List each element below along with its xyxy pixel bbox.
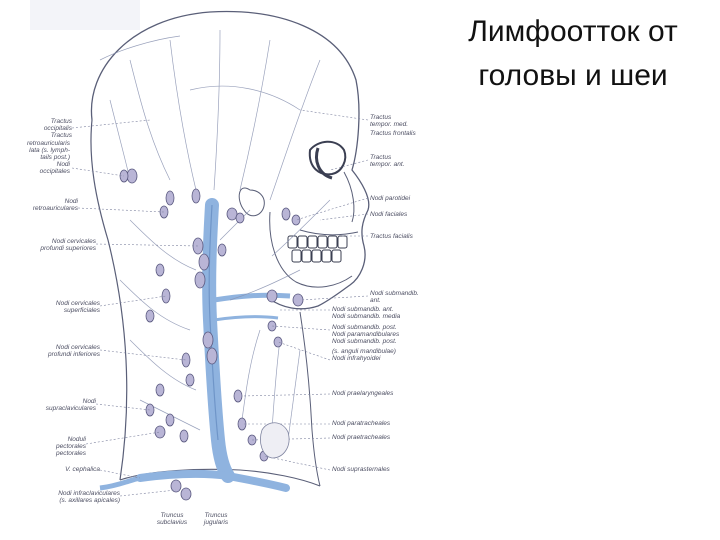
- label-nodi-retroauriculares: Nodi retroauriculares: [32, 198, 78, 212]
- label-tractus-temporalis-anterior: Tractus tempor. ant.: [370, 154, 405, 168]
- label-nodi-cervicales-superficiales: Nodi cervicales superficiales: [55, 300, 100, 314]
- slide-title-line-1: Лимфоотток от: [468, 15, 678, 48]
- label-nodi-supraclaviculares: Nodi supraclaviculares: [45, 398, 96, 412]
- anatomy-drawing: [30, 0, 370, 501]
- label-truncus-jugularis: Truncus jugularis: [203, 512, 229, 526]
- larynx-outline: [260, 422, 290, 459]
- label-nodi-cervicales-profundi-inferiores: Nodi cervicales profundi inferiores: [47, 344, 100, 358]
- scan-smudge: [30, 0, 140, 30]
- label-nodi-paratracheales: Nodi paratracheales: [332, 420, 391, 427]
- neck-front-outline: [299, 311, 321, 487]
- ear-outline: [238, 187, 265, 217]
- label-nodi-infrahyoidei: (s. anguli mandibulae) Nodi infrahyoidei: [332, 348, 396, 362]
- label-noduli-pectorales: Noduli pectorales pectorales: [56, 436, 86, 457]
- maxilla-outline: [299, 171, 359, 236]
- label-nodi-infraclaviculares: Nodi infraclaviculares (s. axillares api…: [58, 490, 120, 504]
- label-tractus-frontalis: Tractus frontalis: [370, 130, 416, 137]
- slide-title-line-2: головы и шеи: [478, 59, 668, 92]
- slide-title: Лимфоотток от головы и шеи: [438, 10, 708, 98]
- subclavian-vein: [136, 469, 290, 492]
- mandible-outline: [269, 211, 353, 288]
- label-tractus-facialis: Tractus facialis: [370, 233, 413, 240]
- label-nodi-praetracheales: Nodi praetracheales: [332, 434, 391, 441]
- label-tractus-retroauricularis: retroauricularis lata (s. lymph- tails p…: [27, 140, 70, 175]
- label-truncus-subclavius: Truncus subclavius: [156, 512, 188, 526]
- label-v-cephalica: V. cephalica: [65, 466, 100, 473]
- label-nodi-submandibulares-post: Nodi submandib. post. Nodi paramandibula…: [332, 324, 400, 345]
- cephalic-vein: [99, 475, 141, 491]
- lymph-vessels: [99, 29, 331, 441]
- leader-lines: [71, 109, 369, 497]
- lymph-nodes: [119, 168, 304, 501]
- lymph-drainage-illustration: Tractus occipitalis Tractus retroauricul…: [27, 0, 419, 526]
- orbit-outline: [308, 140, 347, 176]
- label-nodi-submandibulares-ant: Nodi submandib. ant.: [370, 290, 419, 304]
- label-nodi-praelaryngeales: Nodi praelaryngeales: [332, 390, 394, 397]
- neck-back-outline: [90, 119, 128, 481]
- label-nodi-suprasternales: Nodi suprasternales: [332, 466, 390, 473]
- label-nodi-submandibulares-media: Nodi submandib. ant. Nodi submandib. med…: [332, 306, 401, 320]
- label-nodi-parotidei: Nodi parotidei: [370, 195, 411, 202]
- label-nodi-cervicales-profundi-superiores: Nodi cervicales profundi superiores: [40, 238, 96, 252]
- head-outline: [90, 10, 370, 310]
- facial-vein: [213, 292, 291, 303]
- label-tractus-occipitalis: Tractus occipitalis Tractus: [43, 118, 72, 139]
- label-tractus-temporalis-medius: Tractus tempor. med.: [370, 114, 409, 128]
- label-nodi-faciales: Nodi faciales: [370, 211, 408, 218]
